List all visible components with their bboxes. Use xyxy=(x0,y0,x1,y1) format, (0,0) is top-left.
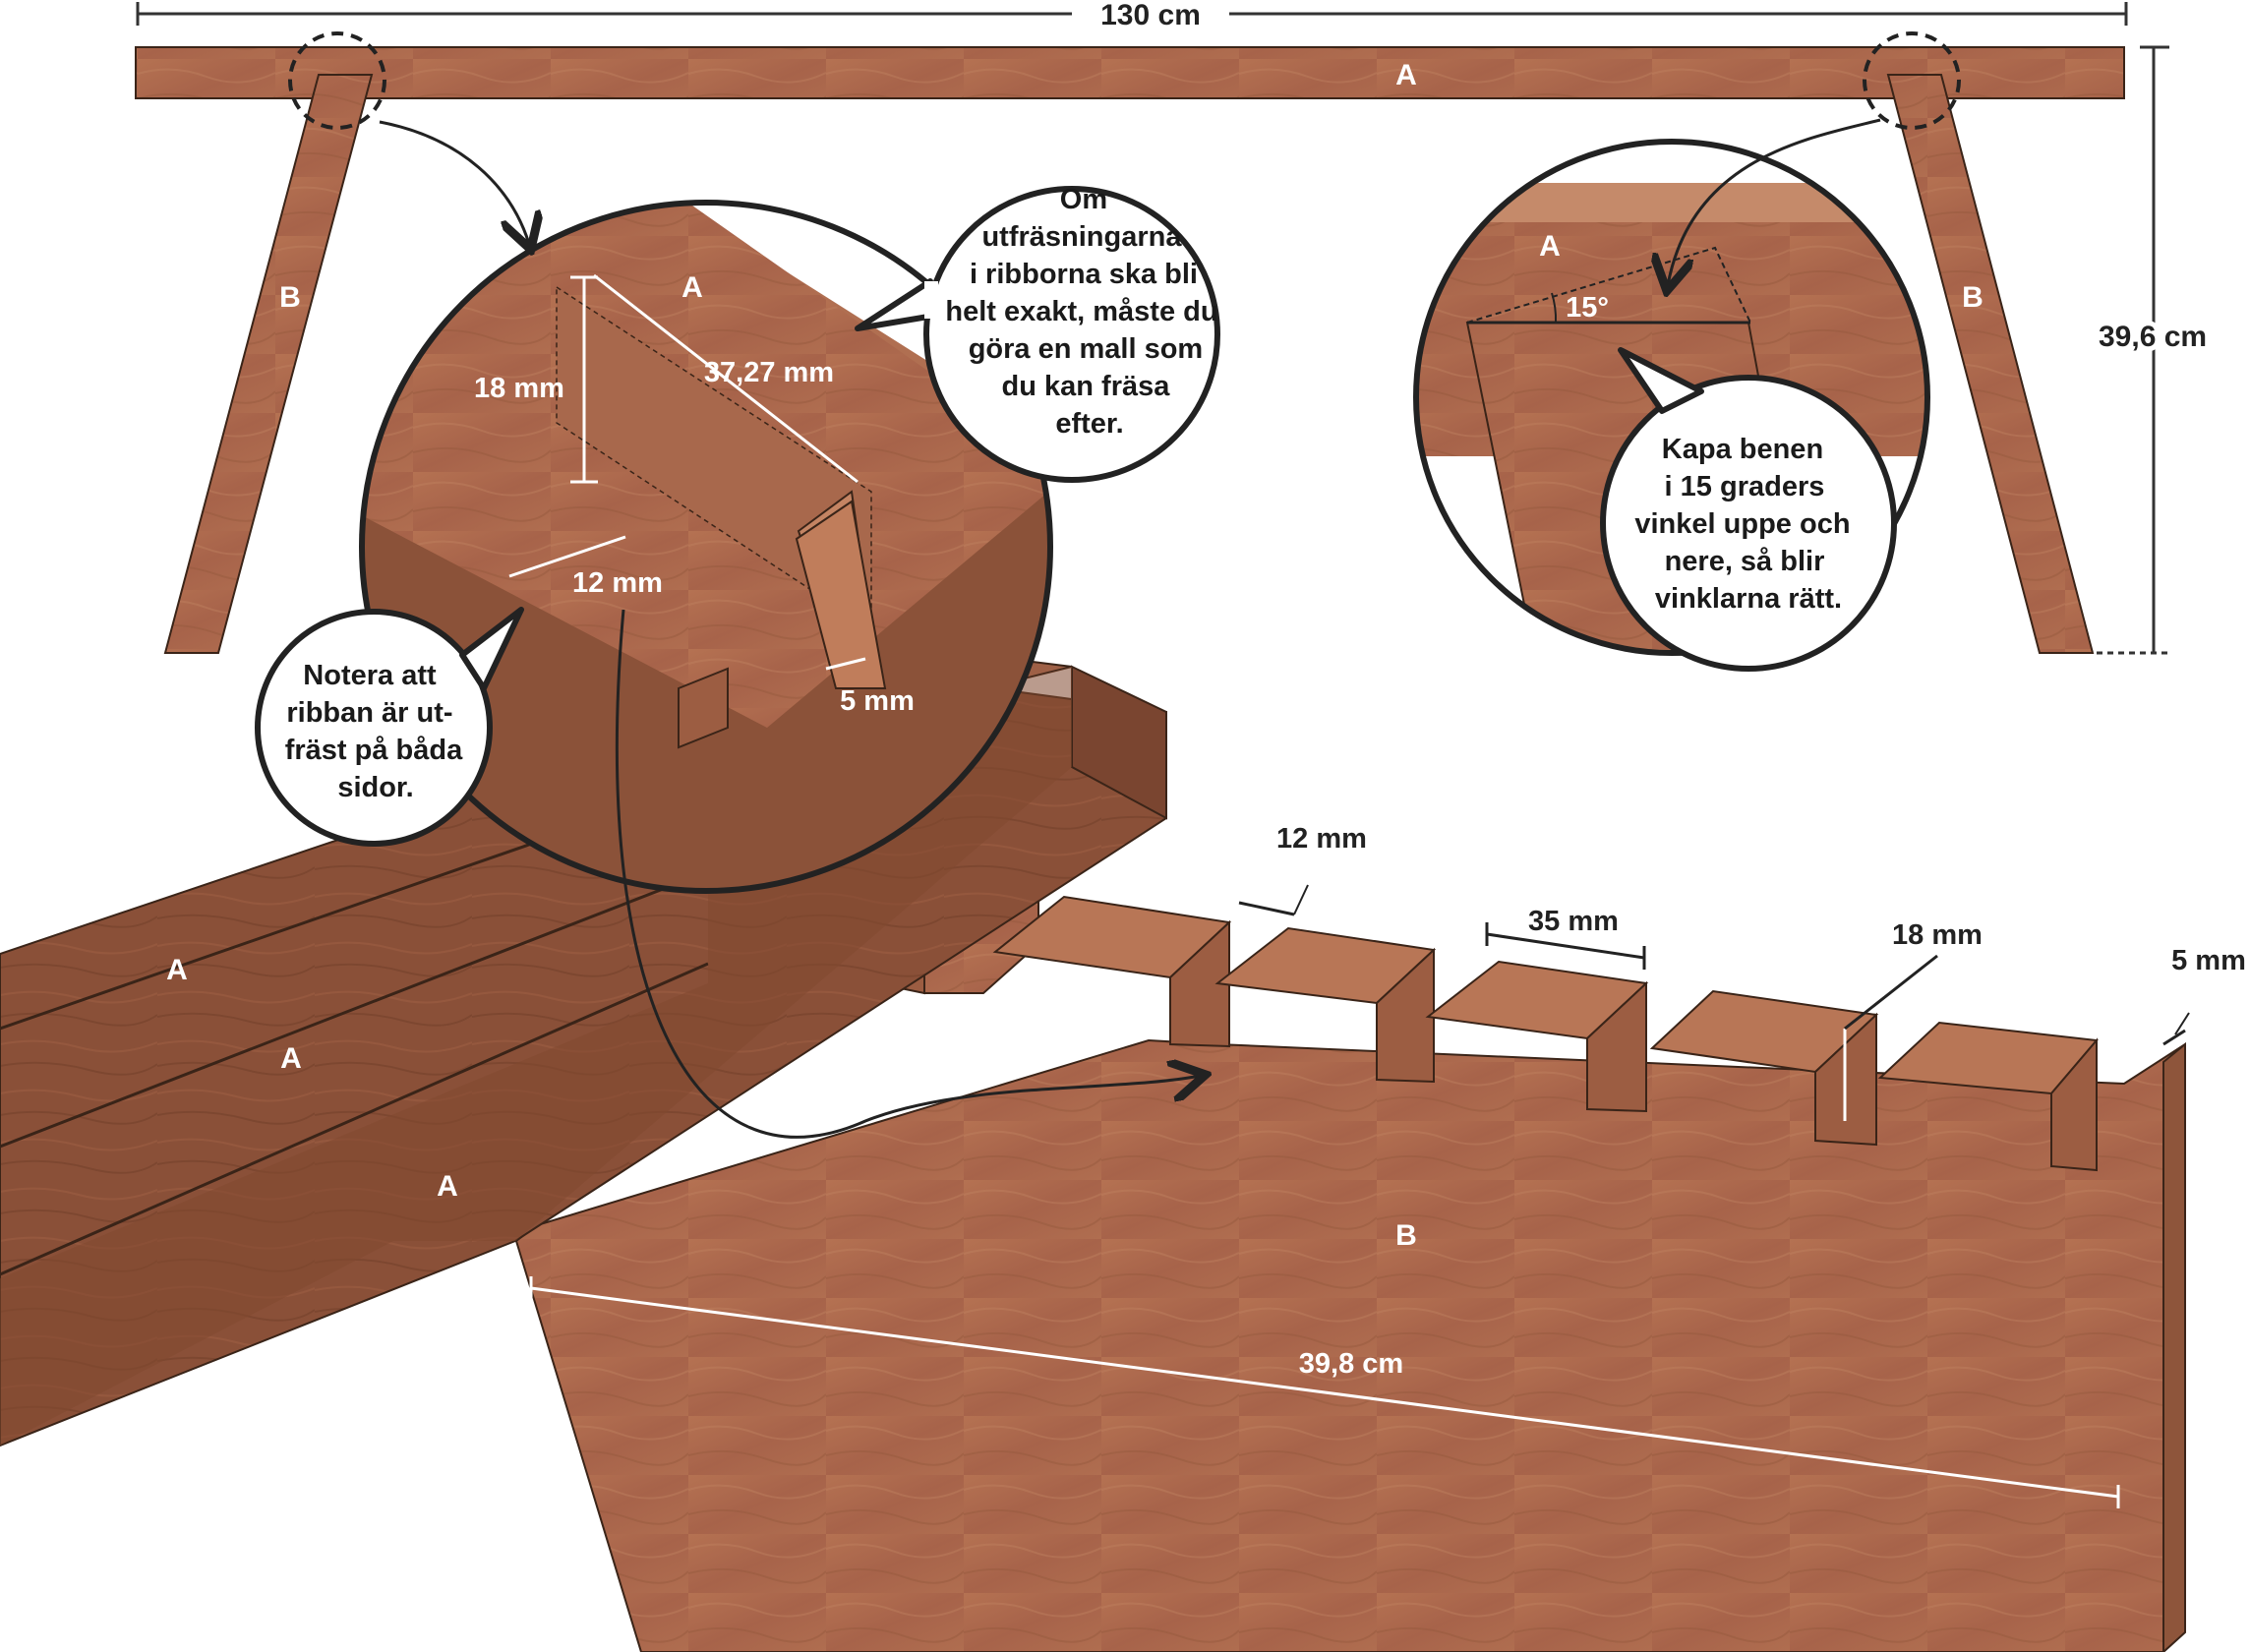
angle-note-line-5: vinklarna rätt. xyxy=(1655,583,1842,615)
template-note-line-1: Om xyxy=(1060,184,1107,215)
height-dimension: 39,6 cm xyxy=(2094,45,2212,655)
left-leg xyxy=(163,74,374,654)
right-detail-marker xyxy=(1863,31,1961,130)
svg-text:Notera att ribban är ut-: Notera att ribban är ut- fräst på båda s… xyxy=(285,660,471,803)
both-sides-line-1: Notera att xyxy=(303,660,437,691)
arrow-right-detail xyxy=(1668,118,1881,285)
slot-width-label: 12 mm xyxy=(1276,823,1367,855)
thickness-dimension: 5 mm xyxy=(2162,945,2246,1046)
left-detail-board-label: A xyxy=(681,271,703,304)
arrow-left-detail xyxy=(379,120,529,244)
template-note-line-4: helt exakt, måste du xyxy=(945,296,1217,327)
template-note-line-6: du kan fräsa xyxy=(1002,371,1171,402)
template-note-line-2: utfräsningarna xyxy=(981,221,1182,253)
bubble-template-note: Om utfräsningarna i ribborna ska bli hel… xyxy=(855,184,1225,483)
template-note-line-7: efter. xyxy=(1055,408,1123,440)
slat-label-3: A xyxy=(437,1170,458,1203)
svg-text:Kapa benen i 15 graders: Kapa benen i 15 graders vinkel uppe och … xyxy=(1634,434,1858,615)
right-leg xyxy=(1886,74,2095,654)
right-detail-angle-label: 15° xyxy=(1566,292,1609,324)
slat-label-2: A xyxy=(280,1042,302,1075)
angle-guide xyxy=(1466,246,1751,324)
both-sides-line-4: sidor. xyxy=(337,772,413,803)
leg-board-label: B xyxy=(1395,1219,1417,1252)
angle-note-line-1: Kapa benen xyxy=(1662,434,1823,465)
right-detail-board-label: A xyxy=(1539,230,1561,263)
both-sides-line-2: ribban är ut- xyxy=(286,697,452,729)
top-board-label: A xyxy=(1395,59,1417,91)
svg-text:Om utfräsningarna: Om utfräsningarna i ribborna ska bli hel… xyxy=(945,184,1225,440)
template-note-line-3: i ribborna ska bli xyxy=(970,259,1198,290)
slot-depth-dimension: 18 mm xyxy=(1843,919,1983,1121)
angle-arc xyxy=(1551,292,1558,324)
tooth-width-dimension: 35 mm xyxy=(1485,906,1646,970)
tooth-width-label: 35 mm xyxy=(1528,906,1619,937)
angle-note-line-4: nere, så blir xyxy=(1665,546,1825,577)
arrow-to-slot xyxy=(615,609,1200,1139)
right-leg-label: B xyxy=(1962,281,1984,314)
left-detail-width-label: 12 mm xyxy=(572,567,663,599)
leg-board-edge xyxy=(2162,1041,2186,1652)
left-detail-height-label: 18 mm xyxy=(474,373,564,404)
height-label: 39,6 cm xyxy=(2099,321,2207,353)
leg-board-face xyxy=(514,1038,2186,1652)
left-detail-marker xyxy=(288,31,386,130)
top-overview: 130 cm A B B 39,6 cm xyxy=(135,0,2212,655)
angle-note-line-3: vinkel uppe och xyxy=(1634,508,1850,540)
bubble-angle-note: Kapa benen i 15 graders vinkel uppe och … xyxy=(1600,347,1897,672)
leg-width-dimension: 39,8 cm xyxy=(529,1276,2120,1508)
bubble-both-sides-note: Notera att ribban är ut- fräst på båda s… xyxy=(255,607,524,847)
slat-label-1: A xyxy=(166,954,188,986)
left-detail-length-label: 37,27 mm xyxy=(704,357,834,388)
left-detail-depth-label: 5 mm xyxy=(840,685,915,717)
top-board xyxy=(135,46,2125,99)
left-leg-label: B xyxy=(279,281,301,314)
slot-width-dimension: 12 mm xyxy=(1238,823,1367,916)
left-detail: A 18 mm 37,27 mm 12 mm 5 mm xyxy=(359,200,1053,894)
leg-width-label: 39,8 cm xyxy=(1299,1348,1403,1380)
slot-depth-label: 18 mm xyxy=(1892,919,1983,951)
template-note-line-5: göra en mall som xyxy=(969,333,1204,365)
overall-width-dimension: 130 cm xyxy=(136,0,2128,31)
thickness-label: 5 mm xyxy=(2171,945,2246,976)
overall-width-label: 130 cm xyxy=(1100,0,1201,31)
both-sides-line-3: fräst på båda xyxy=(285,735,463,766)
angle-note-line-2: i 15 graders xyxy=(1665,471,1825,502)
